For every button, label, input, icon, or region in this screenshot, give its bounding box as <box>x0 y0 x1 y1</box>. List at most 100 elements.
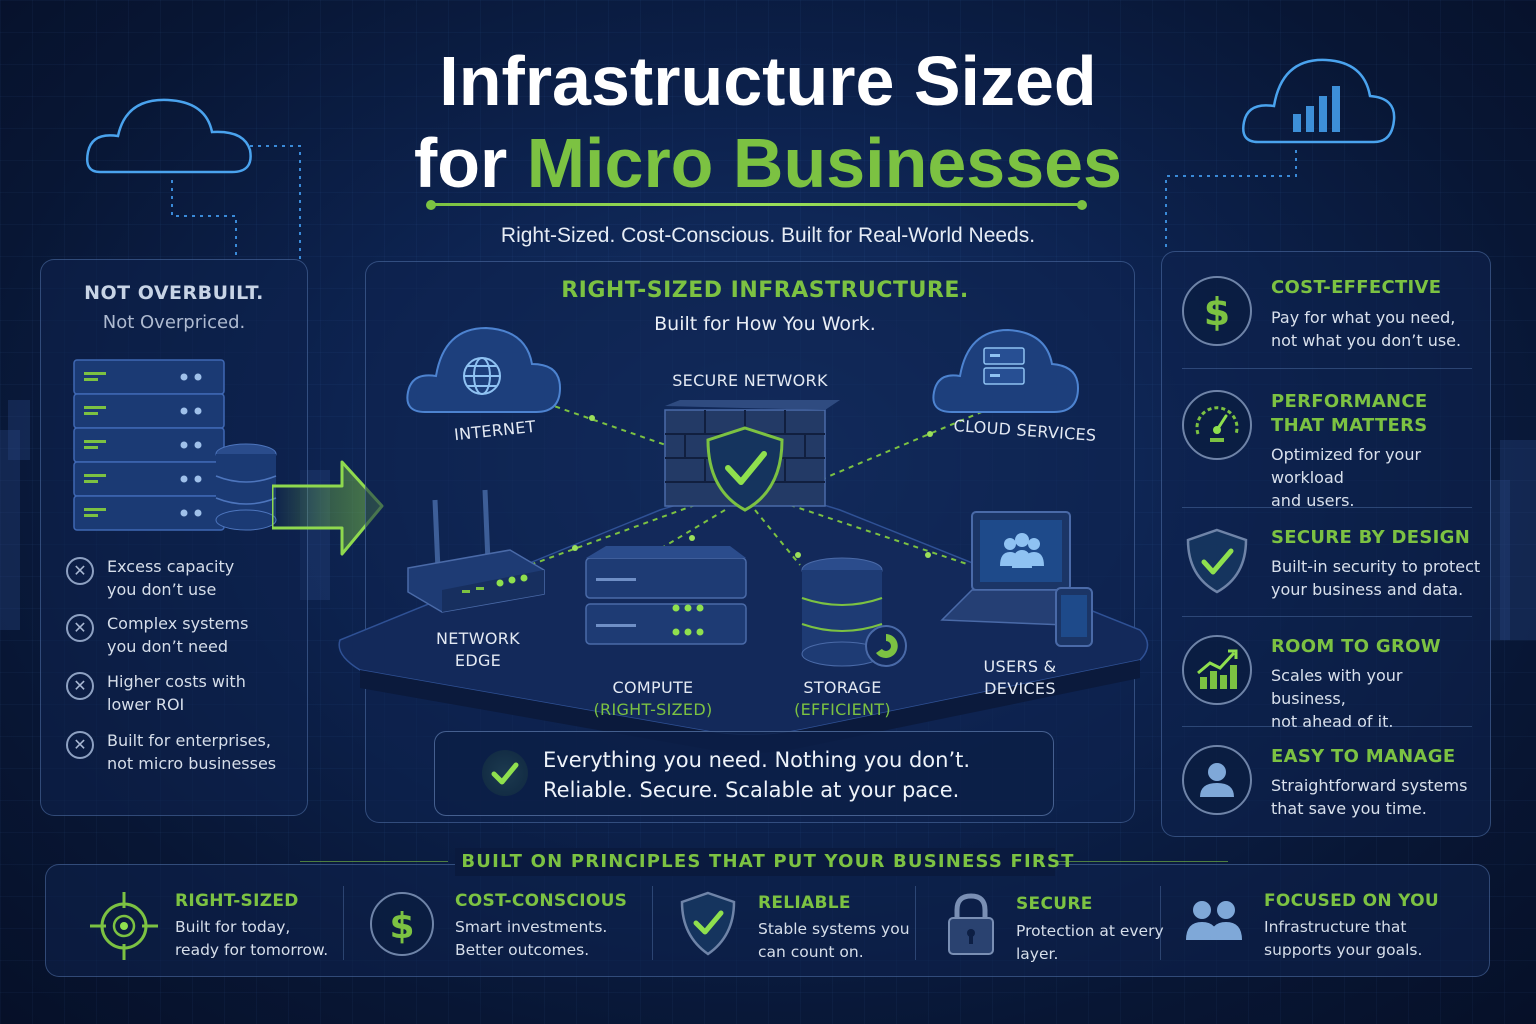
feature-desc-line: Optimized for your workload <box>1271 445 1422 487</box>
principle-desc: Built for today, ready for tomorrow. <box>175 918 329 959</box>
title-underline <box>430 203 1082 206</box>
node-label-network-edge-line1: NETWORK <box>436 629 520 648</box>
svg-text:$: $ <box>389 906 414 947</box>
left-list-item-text: Built for enterprises, not micro busines… <box>107 731 277 773</box>
node-label-storage-main: STORAGE <box>803 678 882 697</box>
feature-title: SECURE BY DESIGN <box>1271 527 1471 548</box>
shield-check-icon <box>680 891 736 956</box>
compute-server-icon <box>585 546 747 645</box>
shield-check-icon <box>1182 526 1252 596</box>
node-label-compute-sub: (RIGHT-SIZED) <box>593 700 713 719</box>
user-icon <box>1182 745 1252 815</box>
node-label-network-edge-line2: EDGE <box>454 651 502 670</box>
feature-title: ROOM TO GROW <box>1271 636 1441 657</box>
left-panel-heading: NOT OVERBUILT. <box>84 282 264 304</box>
principle-title: RIGHT-SIZED <box>175 891 299 911</box>
principle-separator <box>343 886 344 960</box>
principle-title: COST-CONSCIOUS <box>455 891 628 911</box>
feature-separator <box>1182 616 1472 617</box>
users-icon <box>1186 901 1242 940</box>
lock-icon <box>948 893 994 955</box>
feature-title: PERFORMANCE THAT MATTERS <box>1271 391 1428 436</box>
left-top-cloud-icon <box>86 98 252 174</box>
title-underline-dot-left <box>426 200 436 210</box>
left-list-item-text: Higher costs with lower ROI <box>107 672 246 714</box>
feature-desc: Straightforward systems that save you ti… <box>1271 774 1481 820</box>
feature-desc-line: that save you time. <box>1271 799 1427 818</box>
principles-title-line-right <box>1058 861 1228 862</box>
users-group-icon <box>1000 533 1044 568</box>
feature-desc-line: Pay for what you need, <box>1271 308 1456 327</box>
x-circle-icon: ✕ <box>66 672 94 700</box>
feature-desc: Pay for what you need, not what you don’… <box>1271 306 1481 352</box>
callout-box <box>434 731 1054 816</box>
feature-desc: Built-in security to protect your busine… <box>1271 555 1481 601</box>
node-label-storage: STORAGE (EFFICIENT) <box>770 677 915 721</box>
node-label-storage-sub: (EFFICIENT) <box>794 700 891 719</box>
page-title-line-2: for Micro Businesses <box>0 122 1536 204</box>
principle-desc: Stable systems you can count on. <box>758 920 910 961</box>
principle-separator <box>915 886 916 960</box>
arrow-right-icon <box>272 460 384 556</box>
feature-separator <box>1182 726 1472 727</box>
right-top-cloud-icon <box>1242 58 1396 144</box>
principles-title: BUILT ON PRINCIPLES THAT PUT YOUR BUSINE… <box>461 851 1075 872</box>
page-title-line-1: Infrastructure Sized <box>439 42 1097 120</box>
network-diagram <box>338 326 1149 753</box>
node-label-compute: COMPUTE (RIGHT-SIZED) <box>568 677 738 721</box>
server-icon <box>983 347 1025 385</box>
principle-title: SECURE <box>1016 894 1093 914</box>
feature-desc-line: your business and data. <box>1271 580 1464 599</box>
feature-desc-line: not what you don’t use. <box>1271 331 1462 350</box>
left-list-item-text: Complex systems you don’t need <box>107 614 249 656</box>
bar-chart-icon <box>1293 86 1340 132</box>
node-label-users-line2: DEVICES <box>984 679 1056 698</box>
principles-panel <box>45 864 1490 977</box>
feature-desc-line: Scales with your business, <box>1271 666 1403 708</box>
feature-desc-line: Built-in security to protect <box>1271 557 1481 576</box>
principle-title: RELIABLE <box>758 893 851 913</box>
feature-title: COST-EFFECTIVE <box>1271 277 1442 298</box>
x-circle-icon: ✕ <box>66 614 94 642</box>
callout-line-1: Everything you need. Nothing you don’t. <box>543 748 971 772</box>
server-rack-illustration <box>73 359 277 531</box>
node-label-secure-network: SECURE NETWORK <box>672 371 828 390</box>
left-panel <box>40 259 308 816</box>
callout-text: Everything you need. Nothing you don’t. … <box>543 745 1043 805</box>
left-panel-subheading: Not Overpriced. <box>102 312 246 333</box>
feature-desc: Scales with your business, not ahead of … <box>1271 664 1481 733</box>
server-rack-icon <box>73 359 225 531</box>
globe-icon <box>463 357 501 395</box>
feature-title: EASY TO MANAGE <box>1271 746 1456 767</box>
principle-separator <box>652 886 653 960</box>
feature-separator <box>1182 368 1472 369</box>
feature-desc-line: and users. <box>1271 491 1355 510</box>
center-panel-heading: RIGHT-SIZED INFRASTRUCTURE. <box>561 278 969 303</box>
pie-chart-icon <box>865 625 907 667</box>
dollar-icon: $ <box>1182 276 1252 346</box>
dollar-icon: $ <box>370 892 434 956</box>
node-label-compute-main: COMPUTE <box>612 678 694 697</box>
principles-title-background <box>455 848 1055 876</box>
database-icon <box>215 443 277 531</box>
internet-cloud-icon <box>406 326 562 413</box>
page-subtitle: Right-Sized. Cost-Conscious. Built for R… <box>500 224 1036 247</box>
principle-title: FOCUSED ON YOU <box>1264 891 1439 911</box>
x-circle-icon: ✕ <box>66 557 94 585</box>
gauge-icon <box>1182 390 1252 460</box>
principle-desc: Infrastructure that supports your goals. <box>1264 918 1423 959</box>
principle-desc: Protection at every layer. <box>1016 922 1164 963</box>
feature-desc: Optimized for your workload and users. <box>1271 443 1481 512</box>
smartphone-icon <box>1055 587 1093 647</box>
target-icon <box>90 892 158 960</box>
left-dotted-connector <box>171 145 301 260</box>
shield-check-icon <box>706 426 784 512</box>
left-list-item-text: Excess capacity you don’t use <box>107 557 235 599</box>
router-icon <box>407 489 545 613</box>
node-label-network-edge: NETWORK EDGE <box>408 628 548 672</box>
node-label-users-line1: USERS & <box>983 657 1057 676</box>
node-label-users-devices: USERS & DEVICES <box>950 656 1090 700</box>
principle-separator <box>1160 886 1161 960</box>
connection-nodes <box>572 415 933 558</box>
feature-separator <box>1182 507 1472 508</box>
